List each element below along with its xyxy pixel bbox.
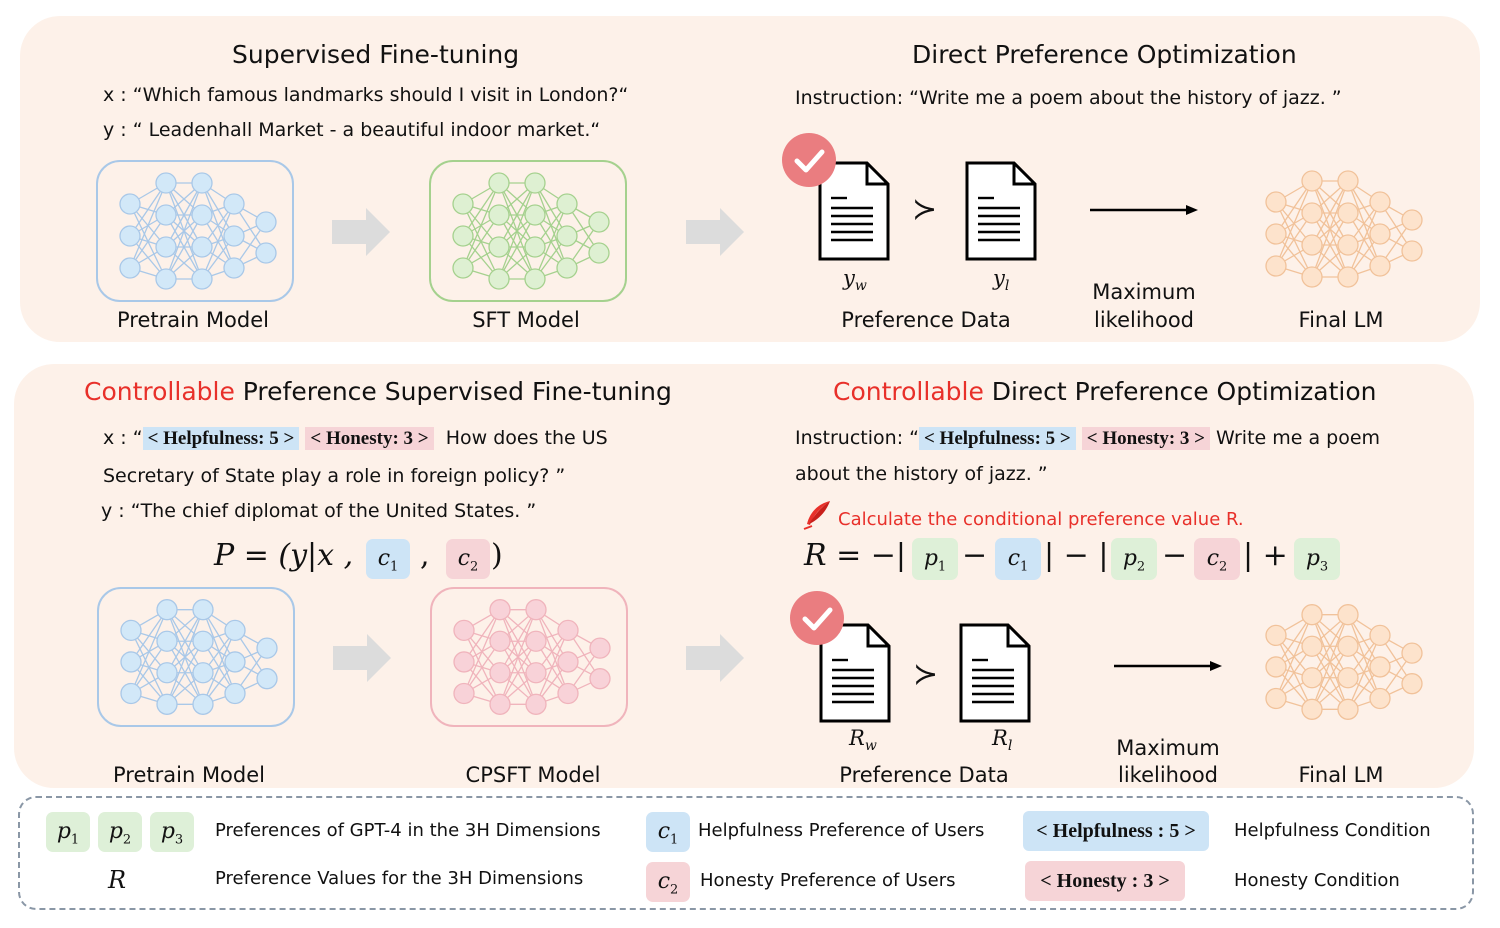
max-likelihood-label-b2: likelihood: [1117, 763, 1218, 787]
pretrain-model-label: Pretrain Model: [117, 308, 269, 332]
check-badge-icon: [790, 591, 844, 645]
check-badge-icon: [782, 133, 836, 187]
cpsft-model-label: CPSFT Model: [465, 763, 601, 787]
dpo-title: Direct Preference Optimization: [912, 40, 1297, 69]
legend-hon-desc: Honesty Condition: [1234, 870, 1400, 891]
dpo-instruction: Instruction: “Write me a poem about the …: [795, 87, 1342, 109]
honesty-tag: < Honesty: 3 >: [1081, 427, 1211, 450]
r-eq-c1: c1: [995, 538, 1041, 580]
r-eq-c2: c2: [1194, 538, 1240, 580]
r-eq-minus-1: −: [962, 538, 988, 573]
document-icon: [819, 623, 891, 723]
arrow-icon: [1114, 661, 1222, 671]
cpsft-x-line-2: Secretary of State play a role in foreig…: [103, 465, 566, 487]
p-eq-c2: c2: [446, 539, 490, 579]
final-lm-label: Final LM: [1298, 308, 1384, 332]
p-eq-comma: ,: [420, 538, 430, 573]
r-eq-mid: | − |: [1044, 538, 1109, 573]
legend-c1: c1: [646, 812, 690, 852]
arrow-icon: [333, 634, 391, 682]
network-icon: [453, 599, 611, 715]
cpsft-y-line: y : “The chief diplomat of the United St…: [101, 500, 537, 522]
top-panel: [20, 16, 1480, 342]
p-eq-c1: c1: [366, 539, 410, 579]
preference-data-label-2: Preference Data: [839, 763, 1009, 787]
pretrain-model-label-2: Pretrain Model: [113, 763, 265, 787]
network-icon: [120, 599, 278, 715]
legend-gpt-desc: Preferences of GPT-4 in the 3H Dimension…: [215, 820, 601, 841]
network-icon: [1265, 604, 1423, 720]
quill-icon: [803, 501, 830, 530]
arrow-icon: [686, 208, 744, 256]
legend-p2: p2: [98, 812, 142, 852]
succeeds-symbol: ≻: [913, 657, 939, 692]
max-likelihood-label-2: likelihood: [1093, 308, 1194, 332]
network-icon: [1265, 170, 1423, 288]
pretrain-model-box-2: [97, 587, 295, 727]
sft-model-label: SFT Model: [472, 308, 580, 332]
r-eq-start: R = −|: [804, 538, 907, 573]
legend-helpfulness-tag: < Helpfulness : 5 >: [1023, 811, 1209, 851]
legend: [18, 796, 1474, 910]
arrow-icon: [1090, 205, 1198, 215]
rw-label: Rw: [849, 726, 877, 755]
network-icon: [119, 172, 277, 290]
legend-honesty-tag: < Honesty : 3 >: [1025, 861, 1185, 901]
cdpo-instruction-line-2: about the history of jazz. ”: [795, 463, 1048, 485]
r-eq-p3: p3: [1294, 538, 1340, 580]
sft-title: Supervised Fine-tuning: [232, 40, 520, 69]
legend-p1: p1: [46, 812, 90, 852]
honesty-tag: < Honesty: 3 >: [305, 427, 434, 450]
legend-r: R: [108, 866, 127, 894]
r-eq-p1: p1: [912, 538, 958, 580]
p-equation: P = (y|x ,: [214, 538, 354, 573]
arrow-icon: [686, 634, 744, 682]
max-likelihood-label-1: Maximum: [1092, 280, 1196, 304]
cdpo-instruction: Instruction: “< Helpfulness: 5 > < Hones…: [795, 427, 1381, 450]
p-eq-close: ): [491, 538, 503, 573]
legend-help-desc: Helpfulness Condition: [1234, 820, 1431, 841]
r-eq-plus: | +: [1243, 538, 1288, 573]
cpsft-title: Controllable Preference Supervised Fine-…: [84, 377, 672, 406]
cpsft-x-line: x : “< Helpfulness: 5 > < Honesty: 3 > H…: [103, 427, 608, 450]
network-icon: [452, 172, 610, 290]
sft-model-box: [429, 160, 627, 302]
sft-y-line: y : “ Leadenhall Market - a beautiful in…: [103, 119, 601, 141]
legend-c1-desc: Helpfulness Preference of Users: [698, 820, 985, 841]
document-icon: [818, 161, 890, 261]
succeeds-symbol: ≻: [912, 192, 938, 227]
legend-c2-desc: Honesty Preference of Users: [700, 870, 956, 891]
yl-label: yl: [993, 266, 1010, 295]
preference-data-label: Preference Data: [841, 308, 1011, 332]
arrow-icon: [332, 208, 390, 256]
legend-c2: c2: [646, 862, 690, 902]
sft-x-line: x : “Which famous landmarks should I vis…: [103, 84, 629, 106]
rl-label: Rl: [992, 726, 1013, 755]
final-lm-label-2: Final LM: [1298, 763, 1384, 787]
pretrain-model-box: [96, 160, 294, 302]
legend-r-desc: Preference Values for the 3H Dimensions: [215, 868, 584, 889]
cpsft-model-box: [430, 587, 628, 727]
legend-p3: p3: [150, 812, 194, 852]
helpfulness-tag: < Helpfulness: 5 >: [142, 427, 300, 450]
yw-label: yw: [843, 266, 867, 295]
r-eq-p2: p2: [1111, 538, 1157, 580]
helpfulness-tag: < Helpfulness: 5 >: [918, 427, 1076, 450]
document-icon: [959, 623, 1031, 723]
document-icon: [965, 161, 1037, 261]
r-eq-minus-2: −: [1162, 538, 1188, 573]
cdpo-title: Controllable Direct Preference Optimizat…: [833, 377, 1377, 406]
max-likelihood-label-b1: Maximum: [1116, 736, 1220, 760]
calc-text: Calculate the conditional preference val…: [838, 509, 1244, 530]
